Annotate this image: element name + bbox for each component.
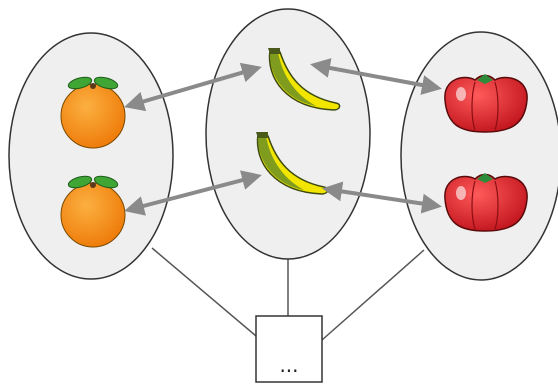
connector-left [151, 247, 257, 337]
group-ellipse-bananas [205, 8, 371, 260]
arrow-banana2-tomato2 [322, 181, 442, 214]
ellipsis-box-label: ... [279, 353, 298, 377]
orange-icon [60, 175, 126, 248]
arrow-orange1-banana1 [124, 62, 262, 112]
tomato-icon [444, 74, 528, 133]
group-ellipse-tomatoes [400, 31, 558, 281]
banana-icon [268, 48, 341, 111]
banana-icon [256, 132, 329, 195]
arrow-banana1-tomato1 [310, 58, 442, 95]
ellipsis-box [255, 315, 323, 383]
tomato-icon [444, 173, 528, 232]
arrow-orange2-banana2 [124, 170, 262, 216]
orange-icon [60, 76, 126, 149]
connector-right [321, 249, 425, 341]
